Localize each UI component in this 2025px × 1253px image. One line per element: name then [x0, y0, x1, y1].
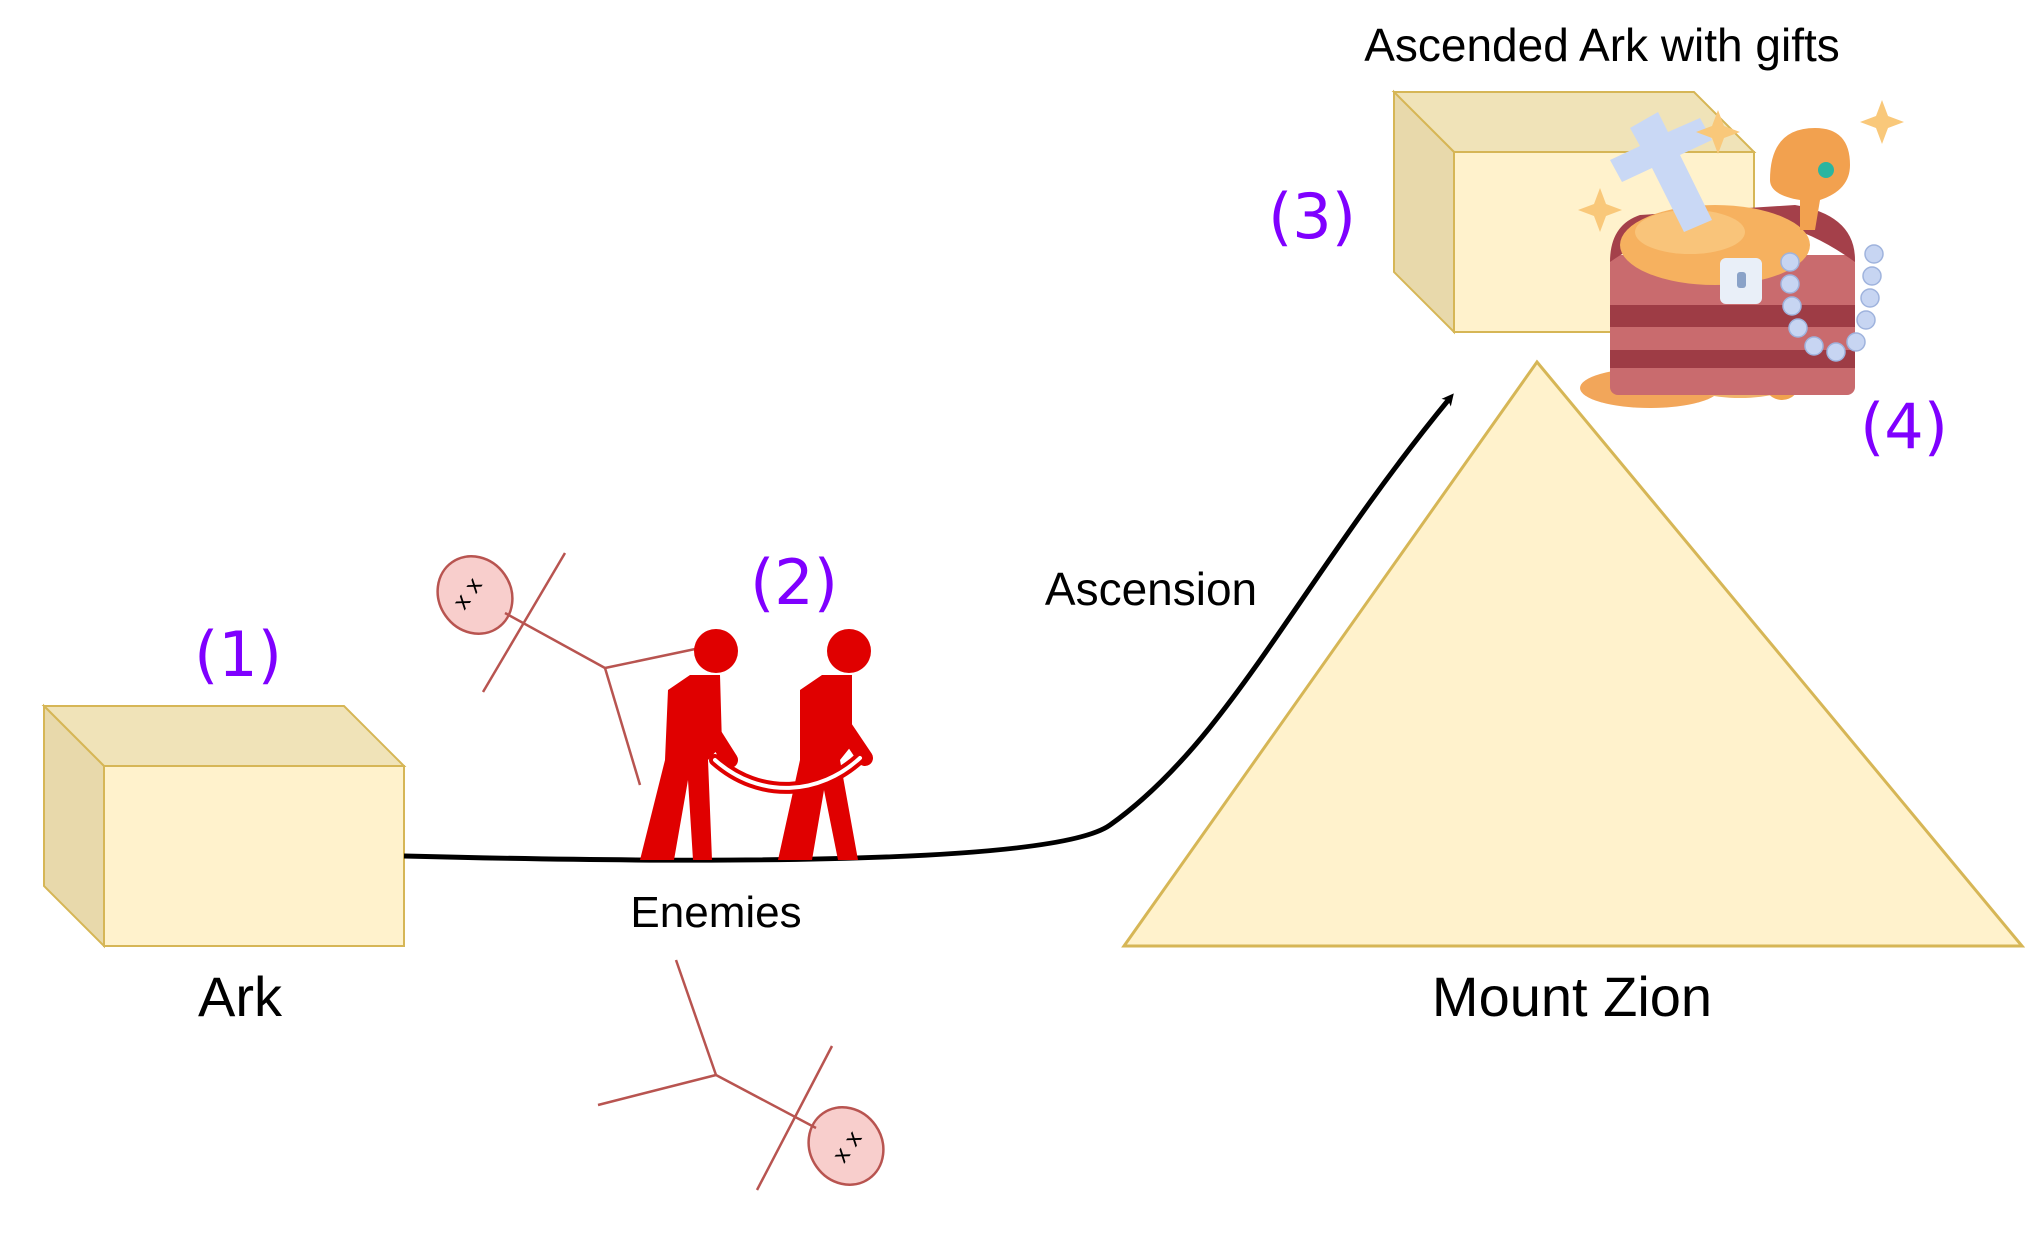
- step-marker-3: (3): [1268, 180, 1356, 253]
- ark-box: [41, 703, 407, 949]
- treasure-chest-icon: [1578, 100, 1904, 408]
- enemies-label: Enemies: [630, 888, 802, 937]
- step-marker-2: (2): [750, 546, 838, 619]
- step-marker-4: (4): [1860, 390, 1948, 463]
- mount-zion-label: Mount Zion: [1431, 965, 1713, 1028]
- fallen-enemy-lower-icon: x x: [597, 959, 885, 1191]
- mount-zion-triangle: [1121, 359, 2025, 948]
- ascended-ark-label: Ascended Ark with gifts: [1364, 19, 1840, 71]
- fallen-enemy-upper-icon: x x: [436, 552, 701, 786]
- ascension-label: Ascension: [1044, 563, 1258, 615]
- step-marker-1: (1): [194, 618, 282, 691]
- enemies-carrying-icon: [640, 629, 873, 860]
- ark-label: Ark: [198, 965, 282, 1028]
- ascension-path: [403, 393, 1454, 863]
